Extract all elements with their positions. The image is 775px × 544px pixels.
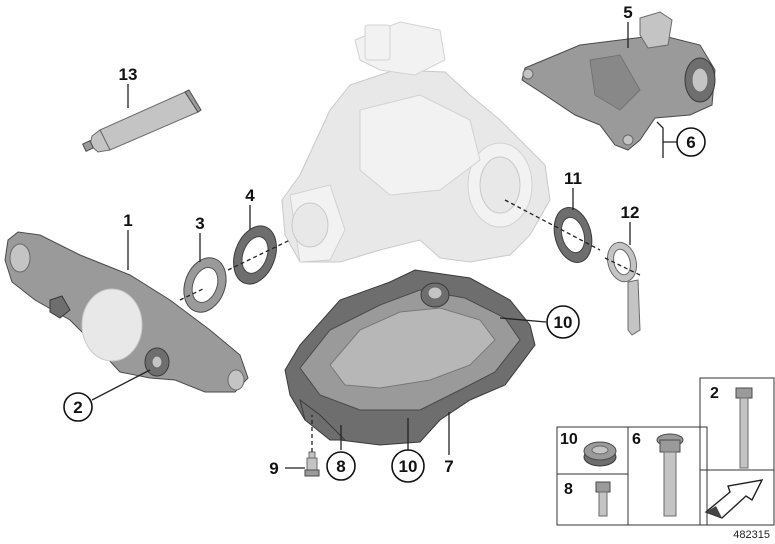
part-4-shaft-seal bbox=[233, 225, 277, 285]
differential-housing-ghost bbox=[281, 21, 551, 263]
callout-10a: 10 bbox=[554, 313, 573, 332]
legend-label-2: 2 bbox=[710, 385, 719, 402]
leader-6 bbox=[656, 121, 677, 158]
legend-label-10: 10 bbox=[560, 431, 578, 448]
callout-3: 3 bbox=[195, 214, 204, 233]
callout-12: 12 bbox=[621, 203, 640, 222]
callout-8: 8 bbox=[336, 457, 345, 476]
part-5-mount-bracket bbox=[521, 11, 716, 151]
dash-4 bbox=[227, 239, 291, 271]
part-3-shaft-seal bbox=[183, 257, 227, 313]
leader-10a bbox=[499, 317, 547, 323]
callout-1: 1 bbox=[123, 211, 132, 230]
callout-4: 4 bbox=[245, 186, 255, 205]
legend-label-8: 8 bbox=[564, 481, 573, 498]
legend-label-6: 6 bbox=[632, 431, 641, 448]
dash-11 bbox=[504, 199, 601, 251]
part-13-sealant-tube bbox=[82, 89, 202, 153]
part-12-retaining-clip bbox=[607, 241, 641, 336]
drain-plug-icon bbox=[583, 441, 617, 467]
dash-3 bbox=[179, 287, 206, 301]
callout-2: 2 bbox=[73, 398, 82, 417]
callout-9: 9 bbox=[269, 459, 278, 478]
callout-10b-circle bbox=[391, 449, 425, 483]
bolt-short-icon bbox=[595, 481, 611, 517]
callout-6-circle bbox=[676, 127, 706, 157]
callout-8-circle bbox=[326, 451, 356, 481]
bolt-flange-icon bbox=[656, 433, 684, 517]
part-7-differential-cover bbox=[284, 269, 536, 446]
callout-11: 11 bbox=[564, 169, 582, 188]
bolt-long-icon bbox=[735, 387, 753, 469]
callout-6: 6 bbox=[686, 133, 695, 152]
reference-number: 482315 bbox=[733, 529, 770, 541]
legend-box: 2 10 6 8 bbox=[556, 377, 775, 526]
callout-2-circle bbox=[63, 392, 93, 422]
callout-5: 5 bbox=[623, 3, 632, 22]
callout-13: 13 bbox=[119, 65, 138, 84]
part-9-vent-plug bbox=[304, 451, 320, 477]
direction-arrow-icon bbox=[704, 479, 764, 519]
part-11-shaft-seal bbox=[553, 207, 593, 263]
callout-10a-circle bbox=[546, 305, 580, 339]
callout-7: 7 bbox=[444, 457, 453, 476]
leader-2 bbox=[91, 369, 151, 401]
callout-10b: 10 bbox=[399, 457, 418, 476]
part-1-subframe-bracket bbox=[4, 231, 249, 393]
